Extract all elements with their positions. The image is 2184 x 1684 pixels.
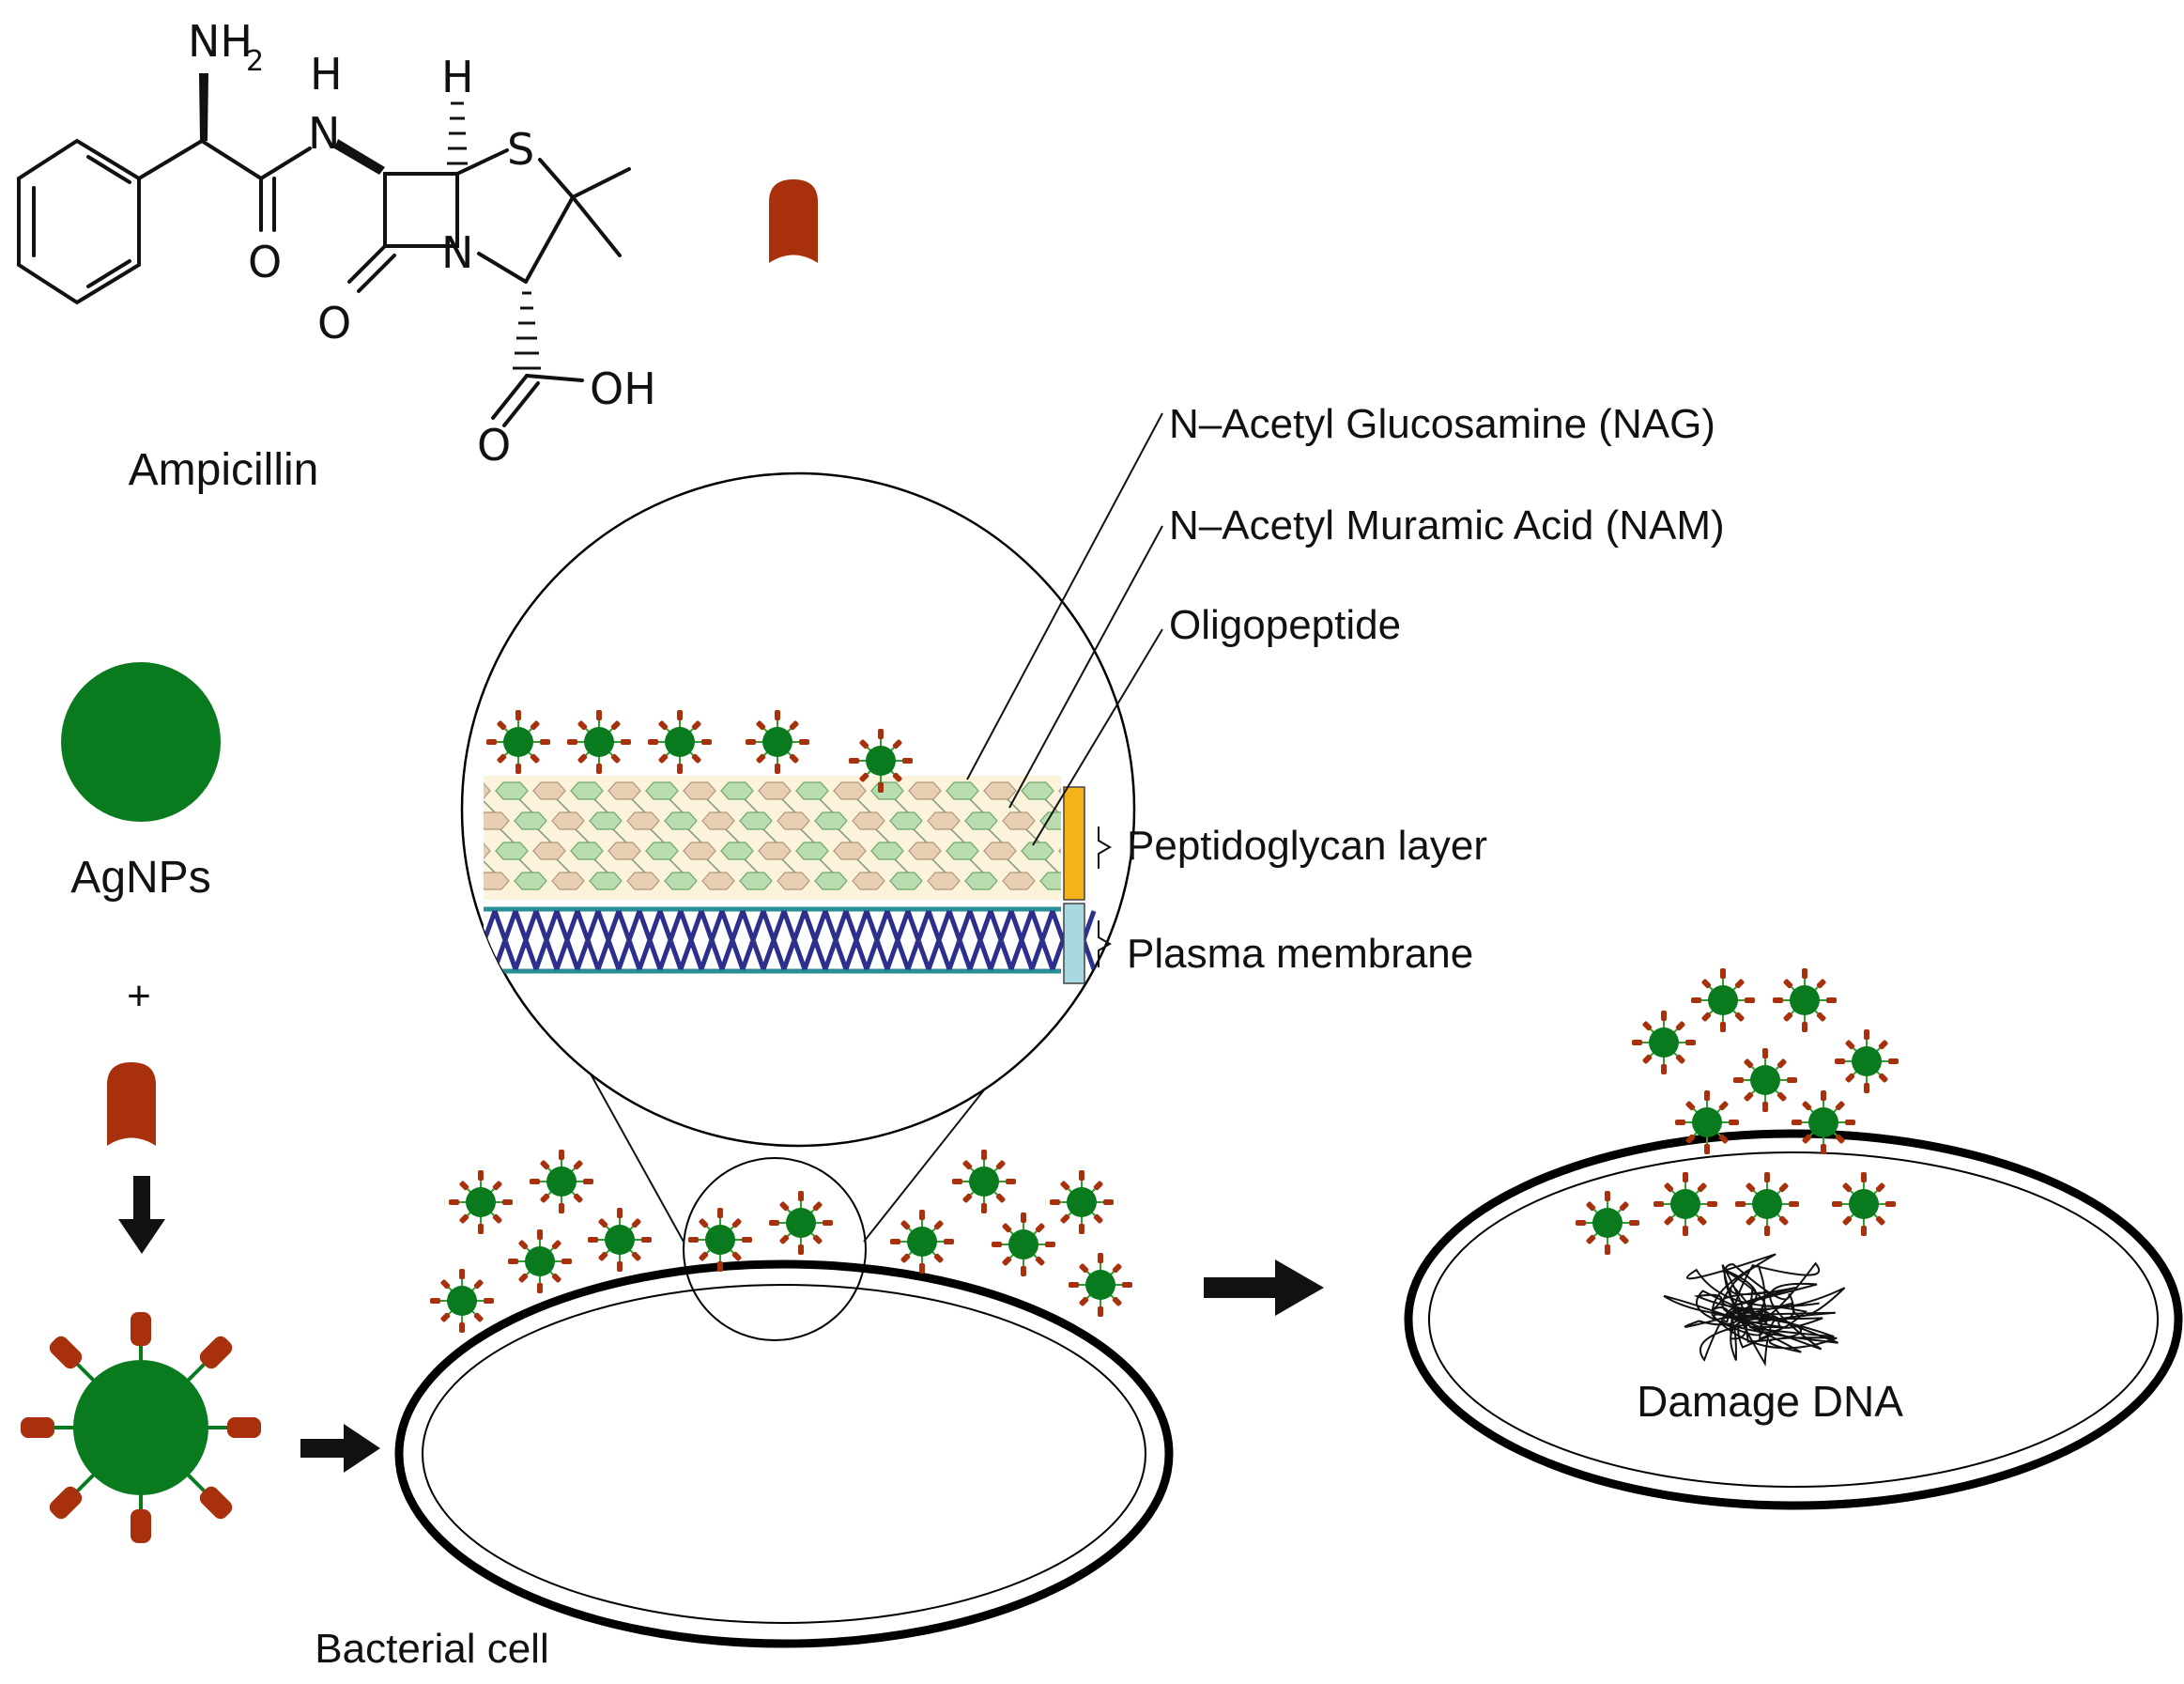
arrow-icon bbox=[118, 1176, 165, 1254]
atom-ring-h: H bbox=[441, 52, 474, 102]
dna-tangle-icon bbox=[1663, 1253, 1846, 1367]
atom-sulfur: S bbox=[507, 124, 534, 175]
arrow-icon bbox=[300, 1424, 380, 1473]
peptidoglycan-layer bbox=[484, 781, 1061, 890]
functionalized-nanoparticle-icon bbox=[21, 1312, 261, 1543]
atom-nh2-subscript: 2 bbox=[246, 45, 264, 78]
bacterial-cell bbox=[394, 1259, 1174, 1648]
plus-sign: + bbox=[127, 973, 151, 1019]
peptidoglycan-label: Peptidoglycan layer bbox=[1127, 823, 1487, 869]
agnps-label: AgNPs bbox=[70, 853, 210, 903]
atom-amide-h: H bbox=[310, 49, 343, 100]
membrane-bar bbox=[1063, 903, 1085, 984]
bacterial-cell-label: Bacterial cell bbox=[315, 1626, 548, 1672]
leader-lines bbox=[966, 412, 1163, 846]
atom-acid-o: O bbox=[477, 420, 511, 471]
zoom-circle bbox=[460, 471, 1136, 1148]
capsule-icon bbox=[107, 1062, 156, 1146]
plasma-membrane-label: Plasma membrane bbox=[1127, 931, 1473, 977]
arrow-icon bbox=[1204, 1259, 1324, 1316]
ampicillin-structure: NH 2 H N H S N O O O OH Ampicillin bbox=[17, 16, 656, 495]
peptidoglycan-bar bbox=[1063, 786, 1085, 901]
nam-label: N–Acetyl Muramic Acid (NAM) bbox=[1169, 502, 1725, 548]
atom-amide-o: O bbox=[248, 237, 282, 287]
damage-dna-label: Damage DNA bbox=[1637, 1377, 1903, 1426]
atom-ring-n: N bbox=[441, 227, 473, 278]
oligopeptide-label: Oligopeptide bbox=[1169, 602, 1401, 648]
nag-label: N–Acetyl Glucosamine (NAG) bbox=[1169, 401, 1715, 447]
atom-acid-oh: OH bbox=[590, 363, 656, 414]
atom-lactam-o: O bbox=[317, 298, 351, 348]
atom-amide-n: N bbox=[308, 108, 340, 159]
nanoparticle-icon bbox=[61, 662, 221, 822]
ampicillin-label: Ampicillin bbox=[129, 445, 319, 495]
atom-nh2: NH bbox=[188, 16, 253, 67]
capsule-icon bbox=[769, 179, 818, 263]
